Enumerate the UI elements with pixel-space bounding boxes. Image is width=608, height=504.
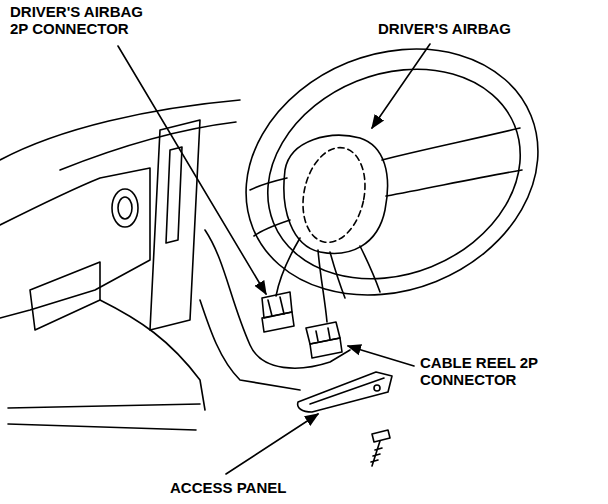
part-label-box: DRIVER'S AIRBAG 2P CONNECTOR <box>8 4 153 38</box>
column-cover <box>205 230 350 368</box>
cable-reel-connector <box>310 338 342 358</box>
steering-hub <box>284 135 388 253</box>
access-panel-hole <box>374 385 380 391</box>
cable-reel-connector <box>316 328 330 341</box>
airbag-connector <box>268 297 284 316</box>
floor-line <box>8 404 200 408</box>
part-label: ACCESS PANEL <box>168 480 288 497</box>
dashboard-contour <box>0 168 150 318</box>
spoke-left <box>254 220 290 236</box>
access-panel-edge <box>310 378 384 404</box>
air-vent-inner <box>118 197 132 219</box>
spoke-lower <box>330 252 345 298</box>
part-label-box: ACCESS PANEL <box>168 479 368 497</box>
center-trim <box>150 120 200 330</box>
screw <box>372 430 390 442</box>
trim-slot <box>166 147 182 243</box>
steering-wheel-rim-inner <box>236 33 552 316</box>
instrument-hood <box>60 122 236 170</box>
steering-wheel-rim <box>209 6 576 337</box>
part-label: DRIVER'S AIRBAG <box>376 21 513 38</box>
leader-line <box>372 44 430 128</box>
spoke-lower <box>360 246 380 292</box>
airbag-connector <box>262 312 294 332</box>
airbag-connector <box>262 292 292 318</box>
screw-shank <box>371 441 382 466</box>
knee-panel-left <box>100 300 205 410</box>
side-panel <box>30 262 100 330</box>
part-label: CABLE REEL 2P CONNECTOR <box>418 355 563 389</box>
part-label-box: DRIVER'S AIRBAG <box>376 20 596 38</box>
leader-line <box>118 46 266 294</box>
leader-line <box>348 346 414 366</box>
part-label: DRIVER'S AIRBAG 2P CONNECTOR <box>8 4 153 38</box>
part-label-box: CABLE REEL 2P CONNECTOR <box>418 355 563 389</box>
airbag-wire <box>276 238 300 296</box>
floor-line <box>8 424 196 430</box>
spoke-left <box>250 178 287 190</box>
air-vent <box>112 189 138 227</box>
airbag-outline <box>295 142 374 248</box>
dashboard-top <box>0 100 240 160</box>
spoke-right <box>382 128 520 160</box>
leader-line <box>226 414 318 474</box>
access-panel <box>298 372 392 412</box>
cable-reel-wire <box>318 250 327 322</box>
spoke-right <box>386 170 522 196</box>
column-cover-lower <box>200 300 300 390</box>
